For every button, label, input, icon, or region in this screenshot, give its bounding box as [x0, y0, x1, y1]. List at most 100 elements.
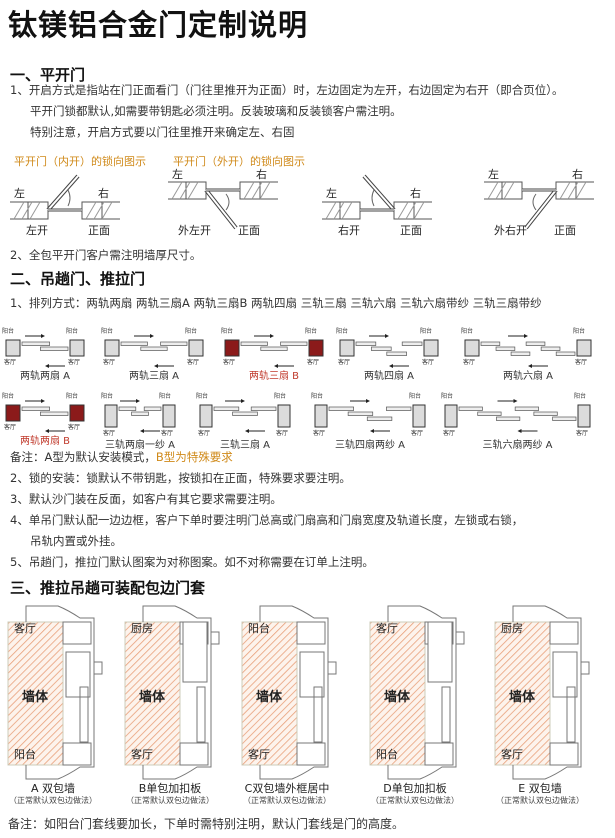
balcony-label: 阳台 [2, 393, 15, 400]
door-right-label: 右 [572, 168, 583, 181]
casing-subtitle: （正常默认双包边做法） [243, 796, 331, 805]
sliding-door-name: 三轨六扇两纱 A [482, 440, 553, 451]
sliding-door-diagram [339, 334, 439, 368]
wall-label: 墙体 [22, 690, 49, 705]
wall-label: 墙体 [139, 690, 166, 705]
balcony-label: 阳台 [305, 328, 318, 335]
room-bottom-label: 客厅 [131, 748, 153, 761]
wall-label: 墙体 [384, 690, 411, 705]
casing-diagram [124, 605, 220, 780]
living-room-label: 客厅 [68, 359, 81, 366]
casing-name: E 双包墙 [518, 782, 562, 795]
balcony-label: 阳台 [441, 393, 454, 400]
sliding-door-name: 三轨三扇 A [219, 440, 271, 451]
casing-diagram [369, 605, 465, 780]
sliding-door-diagram [199, 399, 291, 433]
balcony-label: 阳台 [66, 393, 79, 400]
section1-line: 特别注意，开启方式要以门往里推开来确定左、右固 [30, 125, 295, 139]
section1-heading: 一、平开门 [10, 66, 86, 84]
sliding-door-diagram [224, 334, 324, 368]
living-room-label: 客厅 [223, 359, 236, 366]
casing-subtitle: （正常默认双包边做法） [371, 796, 459, 805]
living-room-label: 客厅 [103, 430, 116, 437]
room-top-label: 厨房 [131, 622, 153, 635]
note-default: 备注：A型为默认安装模式， [10, 450, 156, 464]
section3-heading: 三、推拉吊趟可装配包边门套 [10, 579, 206, 597]
living-room-label: 客厅 [411, 430, 424, 437]
living-room-label: 客厅 [443, 430, 456, 437]
living-room-label: 客厅 [313, 430, 326, 437]
living-room-label: 客厅 [198, 430, 211, 437]
sliding-door-name: 两轨三扇 A [128, 371, 180, 382]
section2-item: 5、吊趟门，推拉门默认图案为对称图案。如不对称需要在订单上注明。 [10, 555, 374, 569]
section2-item: 4、单吊门默认配一边边框，客户下单时要注明门总高或门扇高和门扇宽度及轨道长度，左… [10, 513, 524, 527]
balcony-label: 阳台 [409, 393, 422, 400]
casing-name: D单包加扣板 [383, 782, 447, 795]
balcony-label: 阳台 [461, 328, 474, 335]
balcony-label: 阳台 [185, 328, 198, 335]
balcony-label: 阳台 [420, 328, 433, 335]
room-top-label: 客厅 [14, 622, 36, 635]
caption-outward: 平开门（外开）的锁向图示 [173, 155, 305, 168]
balcony-label: 阳台 [336, 328, 349, 335]
balcony-label: 阳台 [221, 328, 234, 335]
section2-item: 3、默认沙门装在反面，如客户有其它要求需要注明。 [10, 492, 282, 506]
wall-label: 墙体 [256, 690, 283, 705]
type-note: 备注：A型为默认安装模式，B型为特殊要求 [10, 449, 233, 465]
section2-item: 吊轨内置或外挂。 [30, 534, 122, 548]
living-room-label: 客厅 [276, 430, 289, 437]
casing-subtitle: （正常默认双包边做法） [9, 796, 97, 805]
swing-door-diagram [168, 181, 278, 230]
living-room-label: 客厅 [338, 359, 351, 366]
casing-name: A 双包墙 [30, 782, 76, 795]
casing-diagram [494, 605, 590, 780]
room-top-label: 厨房 [501, 622, 523, 635]
room-bottom-label: 阳台 [14, 748, 36, 761]
section1-line: 1、开启方式是指站在门正面看门（门往里推开为正面）时，左边固定为左开，右边固定为… [10, 83, 564, 97]
balcony-label: 阳台 [101, 393, 114, 400]
door-opening-label: 左开 [26, 224, 48, 237]
room-bottom-label: 阳台 [376, 748, 398, 761]
living-room-label: 客厅 [4, 359, 17, 366]
door-right-label: 右 [98, 187, 109, 200]
living-room-label: 客厅 [576, 430, 589, 437]
door-front-label: 正面 [554, 224, 576, 237]
balcony-label: 阳台 [573, 328, 586, 335]
section2-item: 2、锁的安装：锁默认不带钥匙，按锁扣在正面，特殊要求要注明。 [10, 471, 351, 485]
casing-name: B单包加扣板 [138, 782, 202, 795]
sliding-door-name: 两轨四扇 A [363, 371, 415, 382]
balcony-label: 阳台 [2, 328, 15, 335]
door-right-label: 右 [256, 168, 267, 181]
balcony-label: 阳台 [274, 393, 287, 400]
living-room-label: 客厅 [575, 359, 588, 366]
door-front-label: 正面 [88, 224, 110, 237]
door-left-label: 左 [326, 187, 337, 200]
living-room-label: 客厅 [307, 359, 320, 366]
balcony-label: 阳台 [66, 328, 79, 335]
casing-name: C双包墙外框居中 [244, 782, 330, 795]
sliding-door-name: 两轨六扇 A [502, 371, 554, 382]
sliding-door-name: 三轨两扇一纱 A [105, 440, 176, 451]
section2-heading: 二、吊趟门、推拉门 [10, 270, 146, 288]
door-front-label: 正面 [238, 224, 260, 237]
sliding-door-diagram [5, 399, 85, 433]
sliding-door-name: 两轨两扇 A [19, 371, 71, 382]
door-left-label: 左 [14, 187, 25, 200]
balcony-label: 阳台 [311, 393, 324, 400]
sliding-door-diagram [464, 334, 592, 368]
sliding-door-diagram [314, 399, 426, 433]
room-bottom-label: 客厅 [248, 748, 270, 761]
door-left-label: 左 [488, 168, 499, 181]
casing-diagram [7, 605, 103, 780]
door-opening-label: 右开 [338, 224, 360, 237]
sliding-door-diagram [104, 334, 204, 368]
door-left-label: 左 [172, 168, 183, 181]
note-special: B型为特殊要求 [155, 450, 233, 464]
balcony-label: 阳台 [196, 393, 209, 400]
living-room-label: 客厅 [161, 430, 174, 437]
swing-door-diagram [10, 174, 120, 220]
wall-label: 墙体 [509, 690, 536, 705]
caption-inward: 平开门（内开）的锁向图示 [14, 155, 146, 168]
door-opening-label: 外右开 [494, 224, 527, 237]
room-top-label: 阳台 [248, 622, 270, 635]
